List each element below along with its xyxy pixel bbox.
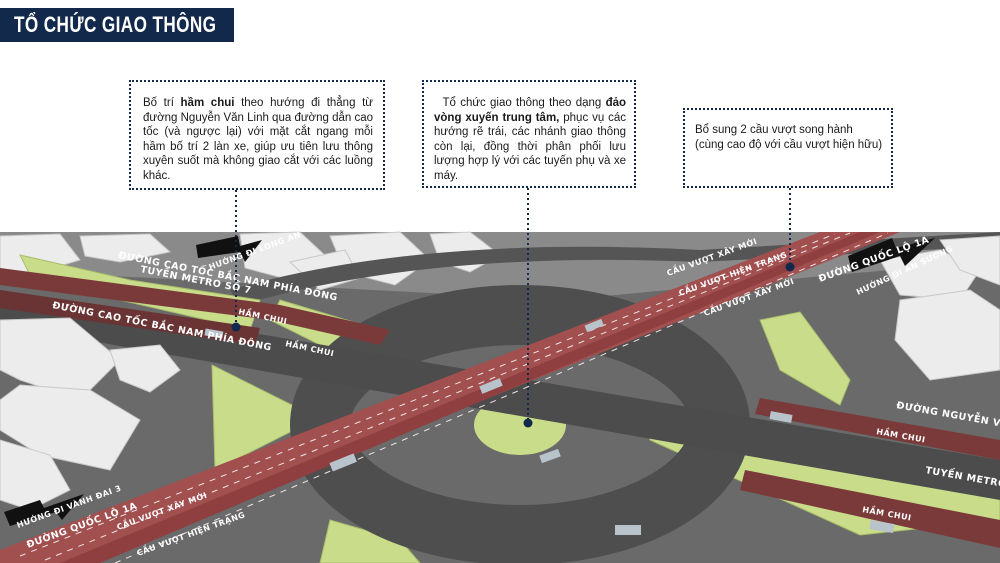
callout-overpass: Bổ sung 2 cầu vượt song hành (cùng cao đ… bbox=[683, 108, 893, 188]
tunnel-left2 bbox=[0, 290, 260, 345]
leader-lines bbox=[235, 188, 791, 422]
tunnel-right bbox=[755, 398, 1000, 460]
direction-arrows bbox=[4, 236, 935, 526]
callout-tunnel: Bố trí hầm chui theo hướng đi thẳng từ đ… bbox=[129, 80, 385, 190]
tunnel-right2 bbox=[740, 470, 1000, 548]
leader-dots bbox=[231, 262, 795, 428]
vehicles bbox=[204, 318, 895, 535]
title-banner: TỔ CHỨC GIAO THÔNG bbox=[0, 8, 234, 42]
buildings-left bbox=[0, 317, 181, 511]
overpass-divider bbox=[60, 232, 880, 563]
callout-roundabout: Tổ chức giao thông theo dạng đảo vòng xu… bbox=[422, 80, 636, 188]
overpass-lanes bbox=[19, 232, 889, 563]
page-title: TỔ CHỨC GIAO THÔNG bbox=[14, 12, 217, 37]
tunnel-left bbox=[0, 268, 390, 345]
